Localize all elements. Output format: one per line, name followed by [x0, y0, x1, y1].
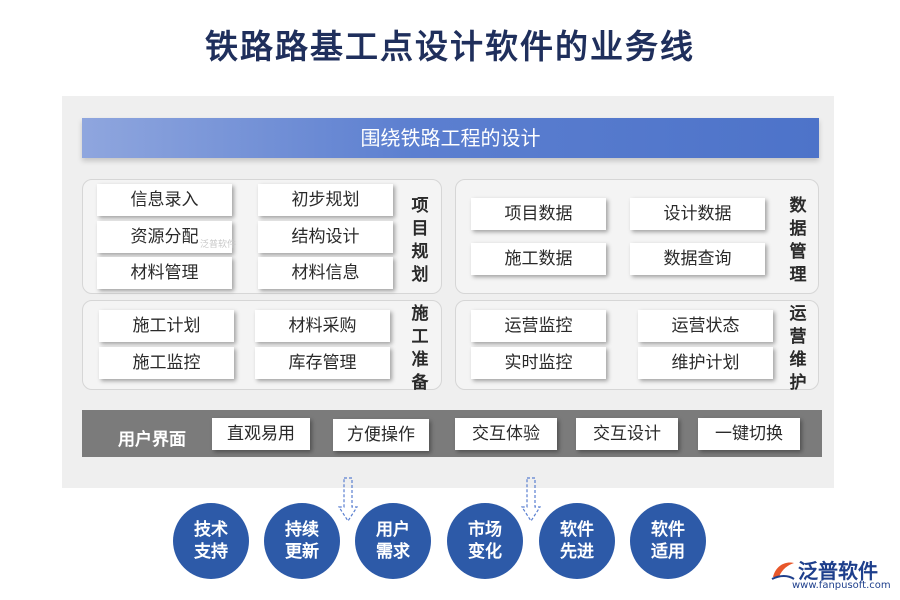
label-construction-prep: 施工准备	[411, 304, 429, 393]
ui-bar-label: 用户界面	[118, 430, 186, 450]
circle-software-applicable: 软件适用	[630, 503, 706, 579]
label-data-management: 数据管理	[789, 196, 807, 285]
ui-box-interaction-experience: 交互体验	[455, 418, 557, 450]
watermark: 泛普软件	[200, 240, 237, 250]
box-design-data: 设计数据	[630, 198, 765, 230]
box-construction-monitoring: 施工监控	[99, 347, 234, 379]
dashed-arrow-right	[521, 477, 541, 523]
logo-mark-icon	[771, 562, 795, 580]
design-banner: 围绕铁路工程的设计	[82, 118, 819, 158]
circle-tech-support: 技术支持	[173, 503, 249, 579]
box-maintenance-plan: 维护计划	[638, 347, 773, 379]
circle-software-advanced: 软件先进	[539, 503, 615, 579]
ui-box-one-click-switch: 一键切换	[698, 418, 800, 450]
dashed-arrow-left	[338, 477, 358, 523]
circle-market-change: 市场变化	[447, 503, 523, 579]
circle-user-demand: 用户需求	[355, 503, 431, 579]
logo-text: 泛普软件	[798, 559, 878, 583]
label-project-planning: 项目规划	[411, 196, 429, 285]
box-data-query: 数据查询	[630, 243, 765, 275]
box-info-entry: 信息录入	[97, 184, 232, 216]
box-project-data: 项目数据	[471, 198, 606, 230]
box-operations-status: 运营状态	[638, 310, 773, 342]
box-construction-plan: 施工计划	[99, 310, 234, 342]
box-structure-design: 结构设计	[258, 221, 393, 253]
box-realtime-monitoring: 实时监控	[471, 347, 606, 379]
box-material-procurement: 材料采购	[255, 310, 390, 342]
box-operations-monitoring: 运营监控	[471, 310, 606, 342]
brand-logo: 泛普软件	[770, 555, 878, 584]
label-operations: 运营维护	[789, 304, 807, 393]
box-material-info: 材料信息	[258, 257, 393, 289]
box-resource-allocation: 资源分配	[97, 221, 232, 253]
logo-url: www.fanpusoft.com	[792, 580, 891, 591]
ui-box-intuitive: 直观易用	[212, 418, 310, 450]
group-data-management	[455, 179, 819, 294]
circle-continuous-update: 持续更新	[264, 503, 340, 579]
box-inventory-management: 库存管理	[255, 347, 390, 379]
ui-box-interaction-design: 交互设计	[576, 418, 678, 450]
box-construction-data: 施工数据	[471, 243, 606, 275]
ui-box-convenient: 方便操作	[333, 419, 429, 451]
box-material-management: 材料管理	[97, 257, 232, 289]
box-preliminary-plan: 初步规划	[258, 184, 393, 216]
page-title: 铁路路基工点设计软件的业务线	[205, 27, 695, 66]
